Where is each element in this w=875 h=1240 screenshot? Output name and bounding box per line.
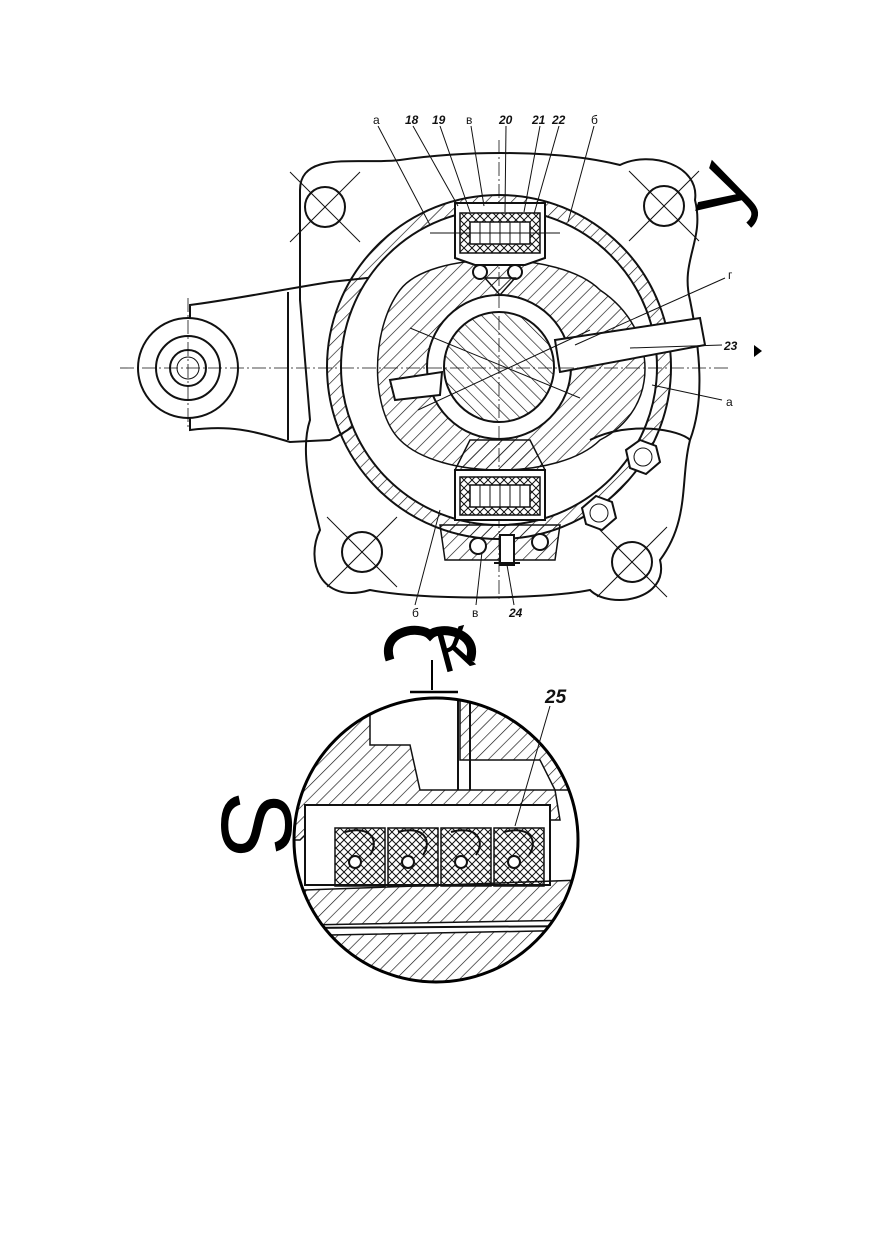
label-25: 25 <box>544 687 567 708</box>
label-24: 24 <box>508 606 523 620</box>
callout-labels: а 18 19 в 20 21 22 б г 23 а б в 24 <box>373 113 738 620</box>
mount-hole-br <box>596 526 668 598</box>
label-18: 18 <box>405 113 419 127</box>
label-g: г <box>728 268 733 282</box>
main-view: а 18 19 в 20 21 22 б г 23 а б в 24 <box>120 113 762 620</box>
detail-view: 25 <box>292 687 580 984</box>
mount-hole-tr <box>628 170 700 242</box>
leader-lines <box>377 125 726 606</box>
label-19: 19 <box>432 113 446 127</box>
label-a-top: а <box>373 113 380 127</box>
label-23: 23 <box>723 339 738 353</box>
artifact-k: К <box>429 612 480 686</box>
housing-flange <box>299 152 701 601</box>
label-v-top: в <box>466 113 472 127</box>
artifact-s-fragment: S <box>200 791 312 858</box>
label-a-right: а <box>726 395 733 409</box>
label-20: 20 <box>498 113 513 127</box>
valve-block-bottom <box>439 439 561 566</box>
hex-fitting-2 <box>580 494 618 532</box>
label-b-bottom: б <box>412 606 419 620</box>
vane-left <box>388 370 444 402</box>
label-b-top: б <box>591 113 598 127</box>
label-22: 22 <box>551 113 566 127</box>
vane-right <box>553 316 707 374</box>
label-v-bottom: в <box>472 606 478 620</box>
arrow-marker-icon <box>754 345 762 357</box>
section-mark <box>383 625 477 694</box>
hex-fitting-1 <box>624 438 662 476</box>
mount-hole-bl <box>326 516 398 588</box>
artifact-u-rotated: У <box>676 153 788 238</box>
valve-block-top <box>430 202 560 297</box>
detail-circle <box>292 696 580 984</box>
label-21: 21 <box>531 113 546 127</box>
mount-hole-tl <box>289 171 361 243</box>
